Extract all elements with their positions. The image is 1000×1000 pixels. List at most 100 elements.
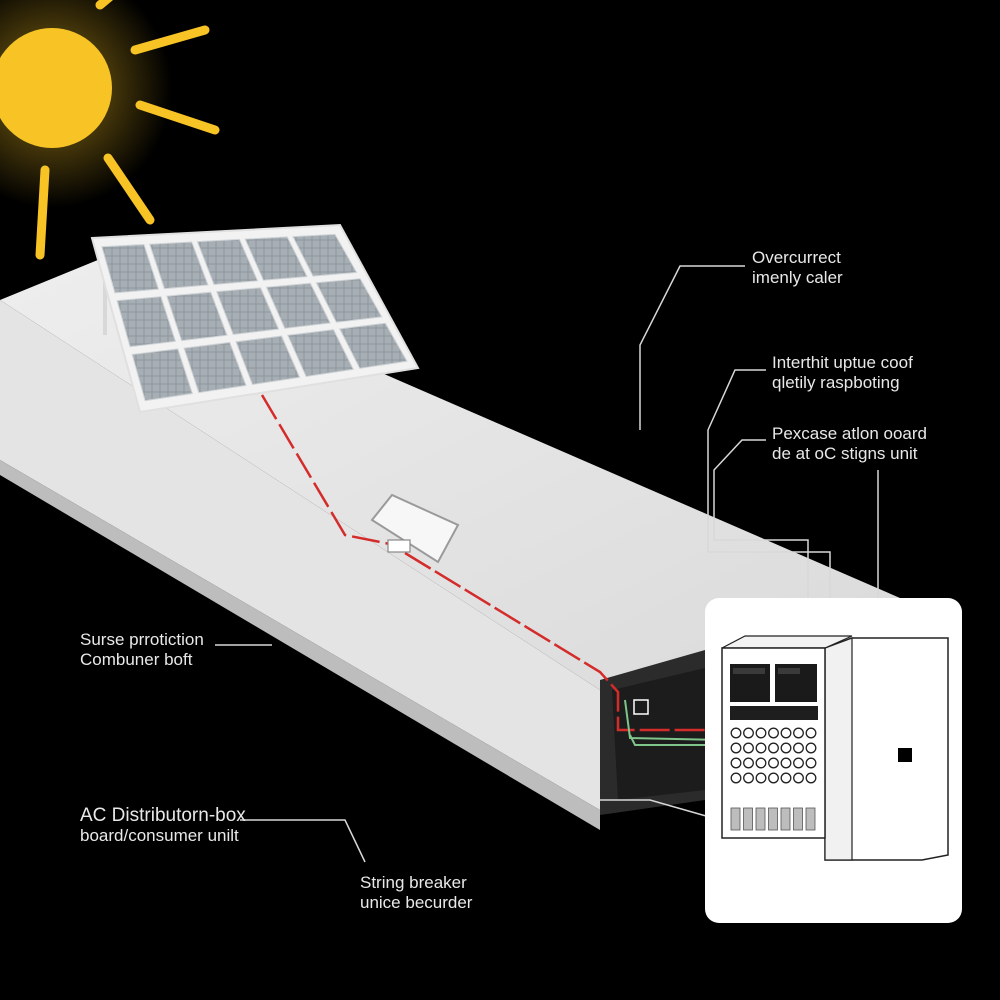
dial	[793, 757, 804, 769]
sun-icon	[0, 0, 220, 260]
roof-side-recess	[612, 668, 705, 800]
vent-slot	[805, 807, 816, 831]
dial	[743, 727, 754, 739]
sun-rays	[35, 0, 220, 260]
dial	[780, 727, 792, 739]
vent-slot	[743, 807, 753, 831]
dial	[730, 727, 742, 739]
junction-marker	[633, 699, 649, 715]
display-left-bar	[733, 668, 765, 674]
inverter-body	[370, 493, 460, 564]
label-string-breaker: String breaker unice becurder	[360, 873, 472, 913]
solar-cell	[244, 236, 308, 281]
cable-inverter-to-cabinet	[404, 551, 720, 732]
dial	[793, 727, 804, 739]
solar-cell	[315, 278, 383, 323]
dial	[743, 742, 754, 754]
dial	[768, 757, 779, 769]
label-surge-line2: Combuner boft	[80, 650, 193, 669]
breaker-strip	[730, 706, 818, 720]
distribution-cabinet	[705, 598, 962, 923]
dial	[743, 772, 754, 784]
solar-cell	[235, 335, 301, 386]
label-ac-dist: AC Distributorn-box board/consumer unilt	[80, 806, 246, 846]
cabinet-side	[824, 637, 853, 861]
cable-routing	[260, 394, 723, 746]
label-string-breaker-line1: String breaker	[360, 873, 467, 892]
dial	[755, 742, 767, 754]
label-overcurrent-line2: imenly caler	[752, 268, 843, 287]
dial	[755, 727, 767, 739]
dial	[755, 757, 767, 769]
label-interthit-line1: Interthit uptue coof	[772, 353, 913, 372]
solar-cell	[166, 291, 228, 342]
roof-building	[0, 255, 900, 830]
leader-ac-dist	[240, 819, 366, 863]
leader-string	[600, 799, 721, 821]
dial-grid	[730, 727, 817, 784]
dial	[805, 742, 817, 754]
leader-interthit	[707, 369, 831, 600]
solar-cell	[265, 282, 331, 329]
dial	[768, 772, 779, 784]
label-overcurrent-line1: Overcurrect	[752, 248, 841, 267]
dial	[780, 757, 792, 769]
label-string-breaker-line2: unice becurder	[360, 893, 473, 912]
label-percase: Pexcase atlon ooard de at oC stigns unit	[772, 424, 927, 464]
label-interthit: Interthit uptue coof qletily raspboting	[772, 353, 913, 393]
cable-green-a	[624, 699, 723, 741]
roof-top-lower	[0, 300, 600, 810]
dial	[768, 727, 779, 739]
solar-cell	[287, 329, 355, 377]
dial	[805, 772, 817, 784]
label-surge-line1: Surse prrotiction	[80, 630, 204, 649]
display-right-bar	[778, 668, 800, 674]
vent-slot	[730, 807, 741, 831]
dial	[743, 757, 754, 769]
dial	[793, 742, 804, 754]
solar-cell	[183, 341, 247, 394]
solar-cell	[196, 238, 259, 286]
vent-slot	[768, 807, 778, 831]
label-interthit-line2: qletily raspboting	[772, 373, 900, 392]
dial	[755, 772, 767, 784]
dial	[805, 727, 817, 739]
inverter-connector	[387, 539, 411, 553]
solar-cell	[292, 233, 358, 277]
panel-cells	[101, 233, 408, 402]
sun-disc	[0, 28, 112, 148]
label-ac-dist-line1: AC Distributorn-box	[80, 805, 246, 826]
inverter-box	[370, 493, 460, 564]
dial	[780, 742, 792, 754]
leader-lines	[215, 265, 879, 863]
label-percase-line2: de at oC stigns unit	[772, 444, 918, 463]
label-overcurrent: Overcurrect imenly caler	[752, 248, 843, 288]
dial	[730, 757, 742, 769]
vent-slot	[780, 807, 791, 831]
label-ac-dist-line2: board/consumer unilt	[80, 826, 239, 845]
cabinet-lock	[898, 748, 912, 762]
cable-panel-to-inverter	[260, 394, 396, 547]
solar-cell	[215, 287, 280, 336]
vent-slot	[793, 807, 803, 831]
leader-overcurrent	[639, 265, 745, 430]
cable-green-b	[629, 734, 722, 746]
solar-cell	[116, 296, 177, 348]
solar-panel-array	[90, 223, 420, 414]
dial	[730, 742, 742, 754]
solar-cell	[131, 348, 194, 402]
roof-edge	[0, 460, 600, 830]
vent-grid	[730, 807, 816, 831]
dial	[730, 772, 742, 784]
label-surge: Surse prrotiction Combuner boft	[80, 630, 204, 670]
label-percase-line1: Pexcase atlon ooard	[772, 424, 927, 443]
dial	[780, 772, 792, 784]
dial	[805, 757, 817, 769]
leader-percase	[713, 439, 809, 600]
solar-cell	[101, 243, 160, 294]
solar-cell	[149, 241, 209, 290]
solar-cell	[338, 322, 408, 369]
dial	[793, 772, 804, 784]
